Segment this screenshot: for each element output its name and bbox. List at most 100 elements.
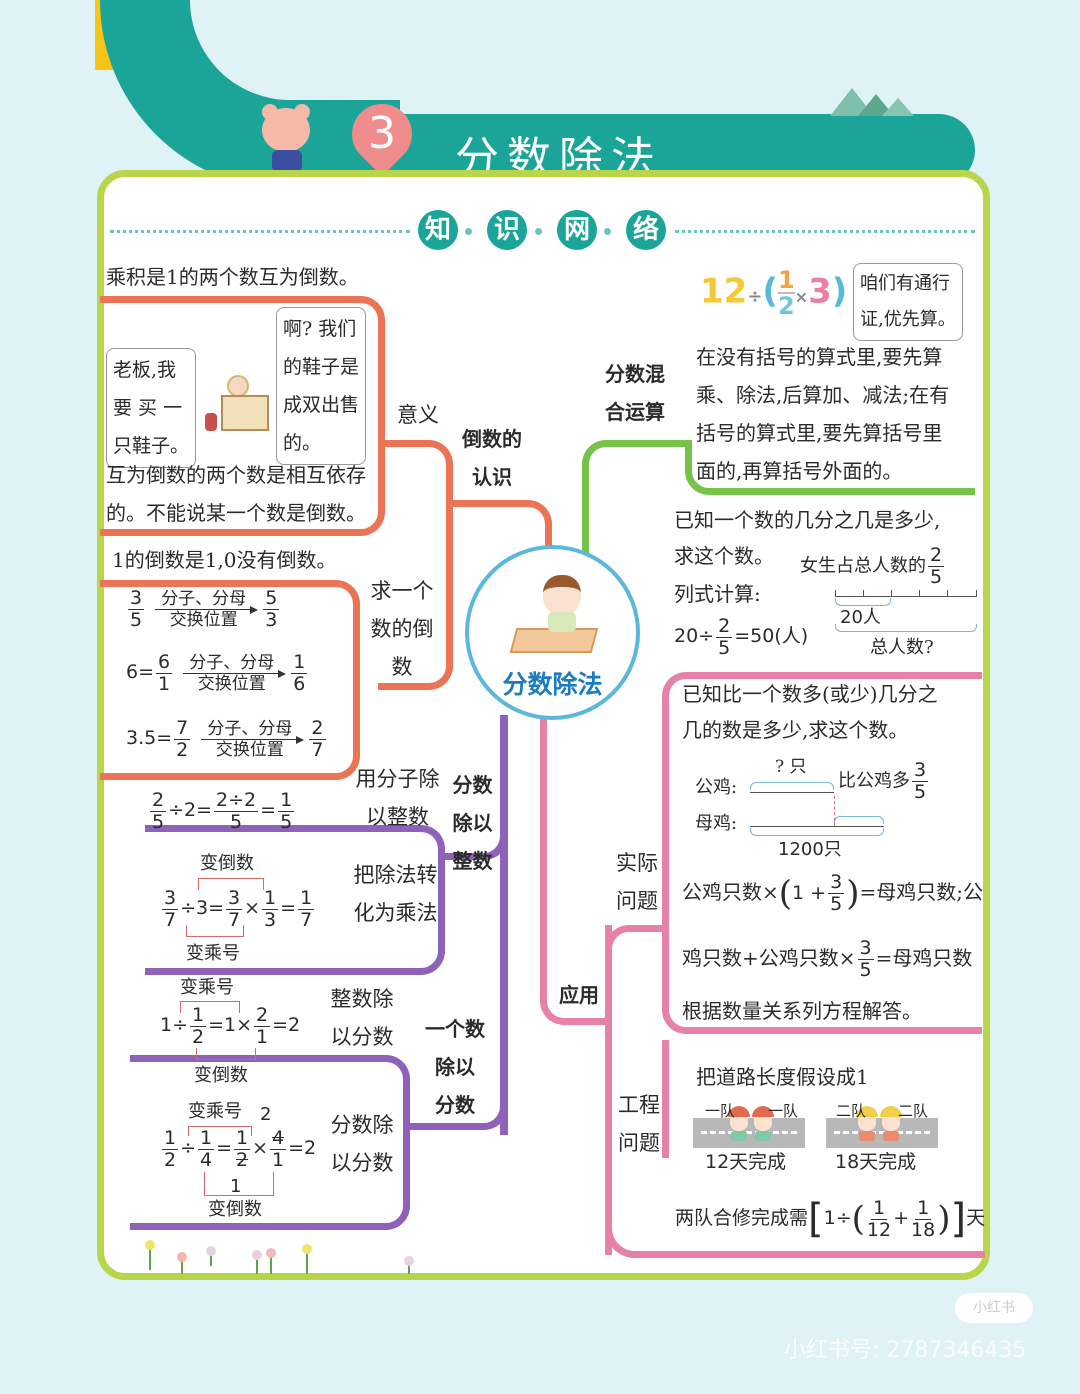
xiaohongshu-badge: 小红书 bbox=[955, 1293, 1033, 1323]
flower-icon bbox=[408, 1262, 410, 1274]
flower-icon bbox=[306, 1252, 308, 1274]
brace bbox=[750, 828, 884, 836]
hen-total-label: 1200只 bbox=[778, 839, 842, 860]
girl-illustration bbox=[543, 575, 581, 615]
worker-kid-icon bbox=[880, 1106, 902, 1141]
reciprocal-note-line2: 的。不能说某一个数是倒数。 bbox=[106, 501, 366, 525]
red-connector bbox=[204, 1172, 274, 1196]
mixed-rule-line: 面的,再算括号外面的。 bbox=[696, 459, 903, 483]
divider bbox=[675, 230, 975, 234]
cancel-number: 2 bbox=[260, 1104, 272, 1125]
shoe-shop-illustration bbox=[205, 375, 270, 435]
team1-label: 一队 bbox=[705, 1102, 736, 1120]
flower-icon bbox=[404, 1256, 414, 1266]
dot bbox=[535, 228, 542, 235]
bear-mascot-icon bbox=[272, 150, 302, 172]
branch-line-green bbox=[685, 440, 975, 495]
engineering-label: 工程 问题 bbox=[618, 1093, 660, 1155]
diagram-total-label: 总人数? bbox=[870, 637, 934, 658]
branch-line-pink bbox=[662, 672, 982, 1034]
tick bbox=[919, 590, 920, 596]
red-connector bbox=[186, 925, 244, 937]
branch-line-pink bbox=[605, 1150, 985, 1258]
method1-label: 用分子除 以整数 bbox=[355, 767, 440, 829]
type1-line1: 已知一个数的几分之几是多少, bbox=[674, 508, 941, 532]
dot bbox=[465, 228, 472, 235]
red-connector bbox=[198, 878, 264, 890]
type1-line2: 求这个数。 bbox=[674, 544, 774, 568]
tick bbox=[976, 590, 977, 596]
tick bbox=[835, 590, 836, 596]
mixed-rule-line: 乘、除法,后算加、减法;在有 bbox=[696, 383, 950, 407]
watermark: 小红书号: 2787346435 bbox=[784, 1338, 1027, 1363]
type1-line3: 列式计算: bbox=[674, 582, 761, 606]
team2-label: 二队 bbox=[836, 1102, 867, 1120]
road-illustration bbox=[693, 1118, 805, 1148]
hen-bar bbox=[750, 826, 884, 827]
branch-line-orange bbox=[100, 296, 385, 536]
worker-kid-icon bbox=[728, 1106, 750, 1141]
bar-diagram bbox=[835, 596, 977, 597]
flower-icon bbox=[206, 1246, 216, 1256]
flower-icon bbox=[177, 1252, 187, 1262]
brace bbox=[750, 782, 834, 790]
note-multiply: 变乘号 bbox=[180, 977, 234, 998]
section-title-char: 知 bbox=[418, 210, 458, 250]
tick bbox=[863, 590, 864, 596]
mixed-rule-line: 括号的算式里,要先算括号里 bbox=[696, 421, 943, 445]
section-title-char: 络 bbox=[626, 210, 666, 250]
mixed-rule-line: 在没有括号的算式里,要先算 bbox=[696, 345, 943, 369]
dot bbox=[604, 228, 611, 235]
speech-bubble-owner: 啊? 我们 的鞋子是 成双出售 的。 bbox=[276, 307, 367, 465]
branch-line-pink bbox=[540, 715, 610, 1025]
cancel-number: 1 bbox=[230, 1176, 242, 1197]
branch-line-purple bbox=[440, 760, 508, 860]
branch-line-purple bbox=[145, 825, 445, 975]
red-connector bbox=[180, 1001, 240, 1013]
flower-icon bbox=[181, 1258, 183, 1274]
divider bbox=[110, 230, 410, 234]
section-title-char: 识 bbox=[487, 210, 527, 250]
frac-div-frac-label: 分数除 以分数 bbox=[330, 1113, 394, 1175]
practical-line1: 已知比一个数多(或少)几分之 bbox=[682, 682, 938, 706]
practical-line-last: 根据数量关系列方程解答。 bbox=[682, 999, 922, 1023]
tick bbox=[947, 590, 948, 596]
reciprocal-definition: 乘积是1的两个数互为倒数。 bbox=[106, 265, 359, 289]
branch-line-purple bbox=[130, 1055, 410, 1230]
method2-label: 把除法转 化为乘法 bbox=[353, 863, 438, 925]
red-connector bbox=[196, 1048, 256, 1060]
branch-line-orange bbox=[100, 580, 360, 780]
flower-icon bbox=[149, 1248, 151, 1270]
unknown-label: ? 只 bbox=[775, 757, 807, 777]
speech-bubble-mixed: 咱们有通行 证,优先算。 bbox=[853, 263, 963, 341]
engineering-assume: 把道路长度假设成1 bbox=[696, 1065, 869, 1089]
girl-illustration bbox=[548, 612, 576, 632]
practical-label: 实际 问题 bbox=[616, 851, 658, 913]
diagram-part-label: 20人 bbox=[840, 607, 881, 628]
mixed-branch-label: 分数混 合运算 bbox=[605, 362, 665, 424]
branch-line-pink bbox=[605, 925, 665, 965]
brace bbox=[835, 598, 891, 606]
note-reciprocal: 变倒数 bbox=[208, 1199, 262, 1220]
note-multiply: 变乘号 bbox=[186, 943, 240, 964]
note-multiply: 变乘号 bbox=[188, 1101, 242, 1122]
note-reciprocal: 变倒数 bbox=[200, 853, 254, 874]
team2-days: 18天完成 bbox=[835, 1151, 917, 1173]
flower-icon bbox=[256, 1256, 258, 1274]
branch-line-orange bbox=[452, 500, 552, 550]
note-reciprocal: 变倒数 bbox=[194, 1065, 248, 1086]
speech-bubble-customer: 老板,我 要 买 一 只鞋子。 bbox=[106, 348, 197, 468]
center-title: 分数除法 bbox=[502, 670, 603, 699]
